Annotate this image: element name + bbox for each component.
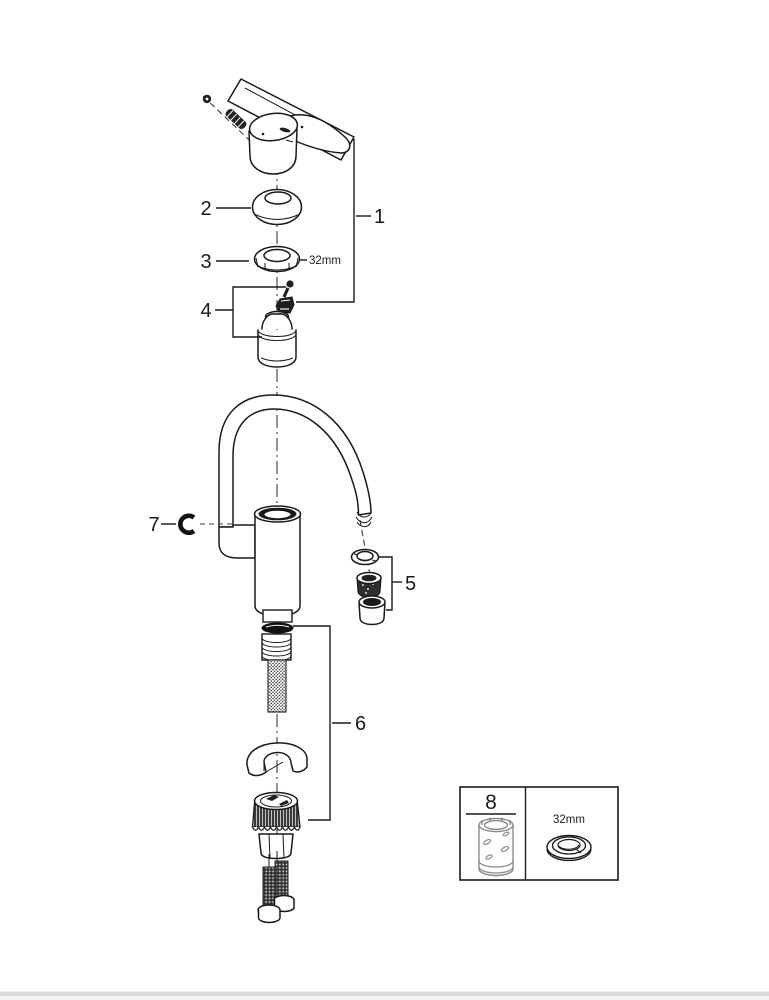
callout-2-label: 2 [200, 198, 211, 220]
body-neck [262, 609, 293, 623]
retaining-clip [178, 513, 232, 536]
hose-right [274, 860, 289, 900]
inset-seal-size-label: 32mm [553, 814, 585, 826]
callout-5-label: 5 [405, 573, 416, 595]
spout-base-joint [218, 524, 256, 559]
callout-4-label: 4 [200, 300, 211, 322]
faucet-body [253, 505, 302, 713]
aerator-set [350, 548, 386, 626]
o-ring [261, 622, 294, 634]
nut-hex-base [258, 833, 294, 860]
dome-cap [251, 188, 303, 226]
cartridge-adapter [275, 296, 295, 314]
cartridge-assembly [257, 280, 297, 368]
inset-box: 8 32mm [459, 786, 619, 881]
handle-base-top [248, 112, 299, 142]
callout-2: 2 [200, 198, 251, 220]
callout-7: 7 [148, 514, 176, 536]
callout-8-label: 8 [485, 791, 497, 814]
callout-4: 4 [200, 286, 286, 338]
c-clip [178, 513, 196, 536]
footer-bar [0, 991, 769, 1000]
callout-6-label: 6 [355, 713, 366, 735]
horseshoe-washer [246, 742, 308, 777]
callout-3-label: 3 [200, 251, 211, 273]
supply-hoses [257, 851, 295, 924]
cartridge-screw [286, 280, 294, 288]
callout-6: 6 [293, 625, 366, 821]
callout-7-label: 7 [148, 514, 159, 536]
callout-5: 5 [379, 556, 416, 611]
grub-screw [225, 108, 247, 130]
body-cylinder [254, 513, 301, 617]
callout-1-label: 1 [374, 206, 385, 228]
inset-seal [546, 834, 592, 862]
lever-handle-assembly [202, 78, 355, 175]
collar-size-label: 32mm [309, 255, 341, 267]
knurled-shank [267, 659, 287, 713]
spout [218, 394, 373, 559]
cartridge-dome [261, 313, 293, 330]
handle-lever-blade [283, 114, 351, 154]
nut-scallops [251, 825, 301, 831]
callout-1: 1 [296, 139, 385, 303]
collar-ring [253, 245, 301, 273]
mounting-nut [251, 791, 301, 860]
service-tool [478, 817, 514, 877]
callout-3: 3 32mm [200, 251, 341, 273]
